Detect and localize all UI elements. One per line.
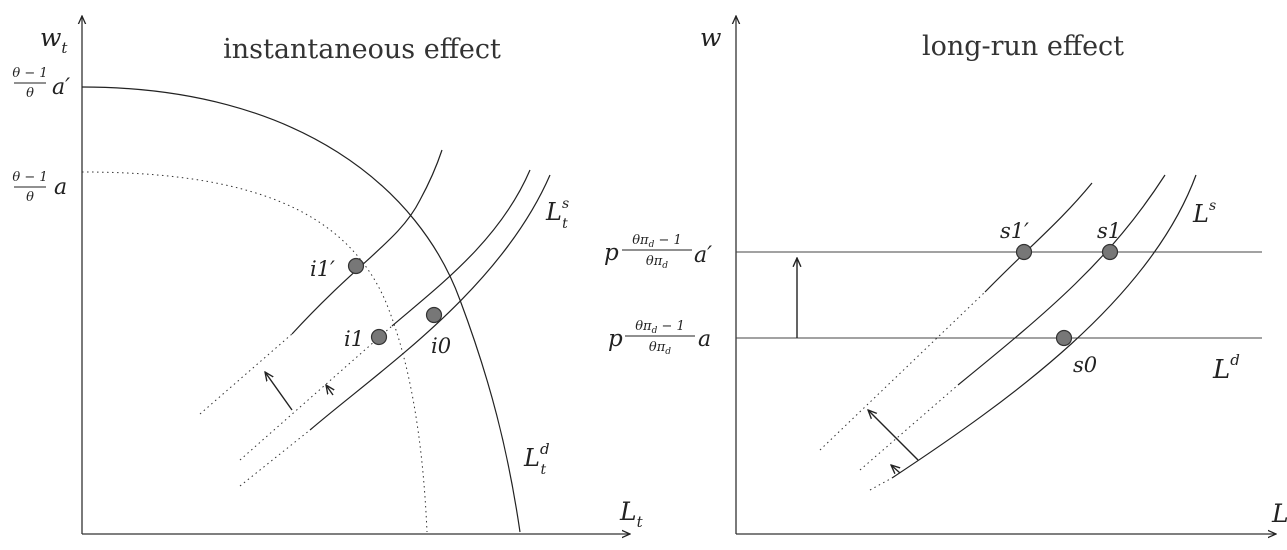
svg-text:θπd: θπd (646, 254, 668, 271)
left-demand-curve-new (81, 86, 521, 533)
right-point-s0-label: s0 (1073, 353, 1097, 377)
right-shift-arrow (868, 410, 919, 461)
svg-text:a′: a′ (52, 75, 70, 100)
right-supply-curve-original-solid (891, 174, 1197, 479)
left-supply-curve-shifted-solid (391, 169, 531, 327)
left-supply-curve-new-ext (199, 333, 293, 415)
left-point-i1 (370, 328, 388, 346)
left-supply-curve-new (291, 149, 443, 335)
left-ytick-low: θ − 1 θ a (12, 170, 67, 205)
left-demand-curve-original (81, 171, 428, 533)
right-demand-label: Ld (1212, 351, 1240, 385)
right-point-s1-label: s1 (1097, 219, 1121, 243)
right-point-s1-prime (1015, 243, 1033, 261)
right-supply-curve-shifted-solid (957, 174, 1166, 386)
left-point-i1-prime (347, 257, 365, 275)
right-point-s1-prime-label: s1′ (1000, 219, 1029, 243)
left-supply-curve-shifted (239, 325, 393, 461)
right-shift-arrow-small (891, 465, 901, 473)
svg-text:p: p (608, 326, 623, 352)
right-point-s1 (1101, 243, 1119, 261)
svg-text:θπd − 1: θπd − 1 (635, 319, 685, 336)
left-ytick-high: θ − 1 θ a′ (12, 66, 70, 101)
left-point-i1-prime-label: i1′ (310, 257, 335, 281)
svg-text:a′: a′ (694, 243, 712, 268)
right-supply-label: Ls (1192, 198, 1216, 228)
left-panel: instantaneous effect wt Lt θ − 1 θ a′ θ … (12, 16, 644, 534)
left-shift-arrow (265, 372, 293, 411)
right-supply-curve-new (819, 291, 986, 451)
left-point-i1-label: i1 (344, 327, 364, 351)
right-title: long-run effect (922, 31, 1124, 62)
right-y-axis-label: w (700, 23, 721, 52)
svg-text:θ: θ (26, 86, 34, 101)
svg-text:θπd: θπd (649, 340, 671, 357)
svg-text:a: a (698, 327, 711, 352)
left-x-axis-label: Lt (619, 497, 644, 531)
left-point-i0 (425, 306, 443, 324)
left-supply-curve-original (239, 429, 311, 487)
right-ytick-high: p θπd − 1 θπd a′ (604, 233, 712, 271)
left-y-axis-label: wt (40, 23, 68, 57)
svg-text:θπd − 1: θπd − 1 (632, 233, 682, 250)
svg-text:p: p (604, 240, 619, 266)
left-supply-curve-original-solid (309, 174, 551, 431)
left-shift-arrow-small (326, 385, 333, 396)
right-point-s0 (1055, 329, 1073, 347)
svg-text:a: a (54, 175, 67, 200)
right-ytick-low: p θπd − 1 θπd a (608, 319, 711, 357)
left-title: instantaneous effect (223, 34, 501, 65)
svg-text:θ − 1: θ − 1 (12, 170, 47, 185)
right-supply-curve-new-solid (984, 182, 1093, 293)
svg-text:θ: θ (26, 190, 34, 205)
right-panel: long-run effect w L p θπd − 1 θπd a′ p θ… (604, 16, 1287, 534)
right-x-axis-label: L (1271, 499, 1287, 528)
left-point-i0-label: i0 (431, 334, 451, 358)
svg-text:θ − 1: θ − 1 (12, 66, 47, 81)
right-supply-curve-original (869, 477, 893, 491)
